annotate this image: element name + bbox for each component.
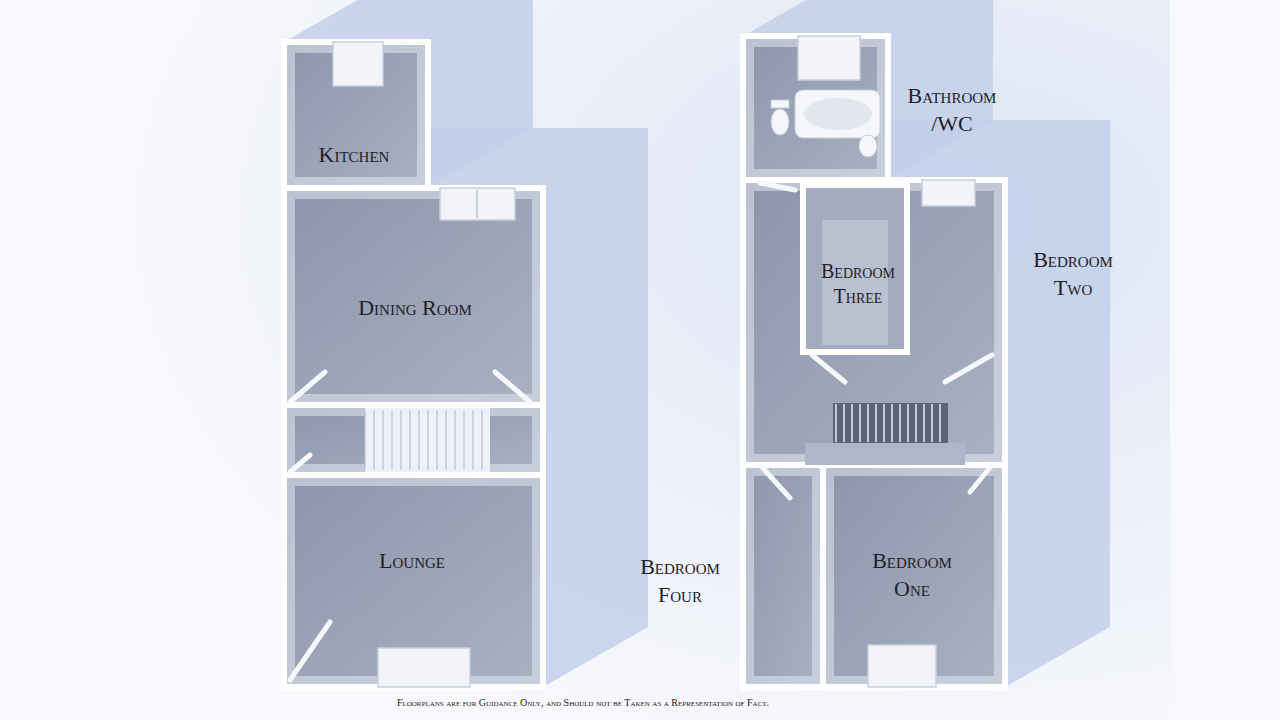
wall-face (291, 195, 536, 398)
stair-step (373, 410, 374, 470)
bathroom-fittings (771, 90, 880, 157)
stair-area (365, 408, 490, 472)
wall-face (750, 472, 816, 680)
bath (795, 90, 880, 138)
window (922, 180, 975, 206)
room-name: Bedroom One (855, 547, 970, 603)
window (440, 188, 515, 220)
caption: Floorplans are for Guidance Only, and Sh… (397, 697, 769, 708)
stair-step (867, 404, 869, 442)
room-name: Bedroom Four (623, 553, 738, 609)
wall (284, 475, 543, 687)
stair-step (445, 410, 446, 470)
stair-step (923, 404, 925, 442)
window (333, 42, 383, 86)
room-floor (284, 42, 428, 188)
stair-step (891, 404, 893, 442)
wall (823, 465, 1005, 687)
room-name: Dining Room (358, 294, 473, 322)
stair-step (427, 410, 428, 470)
building-shadow (743, 120, 1110, 687)
stair-step (364, 410, 365, 470)
stair-step (931, 404, 933, 442)
room-name: Lounge (352, 547, 472, 575)
rooms (284, 36, 1005, 687)
stair-step (907, 404, 909, 442)
door (495, 372, 530, 402)
room-floor (284, 405, 543, 475)
door (290, 372, 325, 402)
stair-step (843, 404, 845, 442)
door (812, 355, 845, 382)
door (760, 465, 790, 498)
stair-step (400, 410, 401, 470)
room-name: Bedroom Three (803, 259, 913, 310)
stair-step (418, 410, 419, 470)
door (970, 465, 992, 492)
wall (743, 180, 1005, 465)
window (798, 36, 860, 80)
stair-area (833, 403, 948, 443)
sink (859, 135, 877, 157)
room-floor (284, 188, 543, 405)
door (945, 355, 992, 382)
toilet-cistern (771, 100, 789, 108)
stair-step (851, 404, 853, 442)
wall (284, 405, 543, 475)
stair-step (835, 404, 837, 442)
stair-step (939, 404, 941, 442)
staircase (365, 403, 965, 472)
room-floor (284, 475, 543, 687)
wall (743, 465, 823, 687)
door (290, 455, 310, 472)
room-name: Kitchen (294, 141, 414, 169)
stair-step (454, 410, 455, 470)
window (378, 648, 470, 687)
landing (805, 443, 965, 465)
stair-step (472, 410, 473, 470)
wall-face (750, 187, 998, 458)
stair-step (436, 410, 437, 470)
shadows (284, 0, 1110, 687)
door (760, 183, 795, 190)
stair-step (391, 410, 392, 470)
wall (743, 36, 888, 180)
stair-step (382, 410, 383, 470)
room-floor (822, 220, 888, 345)
room-floor (823, 465, 1005, 687)
stair-step (409, 410, 410, 470)
stair-step (899, 404, 901, 442)
stair-step (883, 404, 885, 442)
room-floor (743, 180, 1005, 465)
building-shadow (284, 128, 648, 687)
door (290, 622, 330, 680)
room-name: Bedroom Two (1016, 246, 1131, 302)
bath-basin (804, 98, 872, 130)
stair-step (859, 404, 861, 442)
wall (284, 42, 428, 188)
stair-step (481, 410, 482, 470)
window (868, 645, 936, 687)
stair-step (875, 404, 877, 442)
window-frame (476, 190, 478, 218)
stair-step (915, 404, 917, 442)
room-floor (743, 36, 888, 180)
toilet (771, 109, 789, 135)
room-name: Bathroom /WC (887, 82, 1017, 138)
room-floor (743, 465, 823, 687)
wall (284, 188, 543, 405)
background (80, 0, 1170, 720)
stair-step (463, 410, 464, 470)
